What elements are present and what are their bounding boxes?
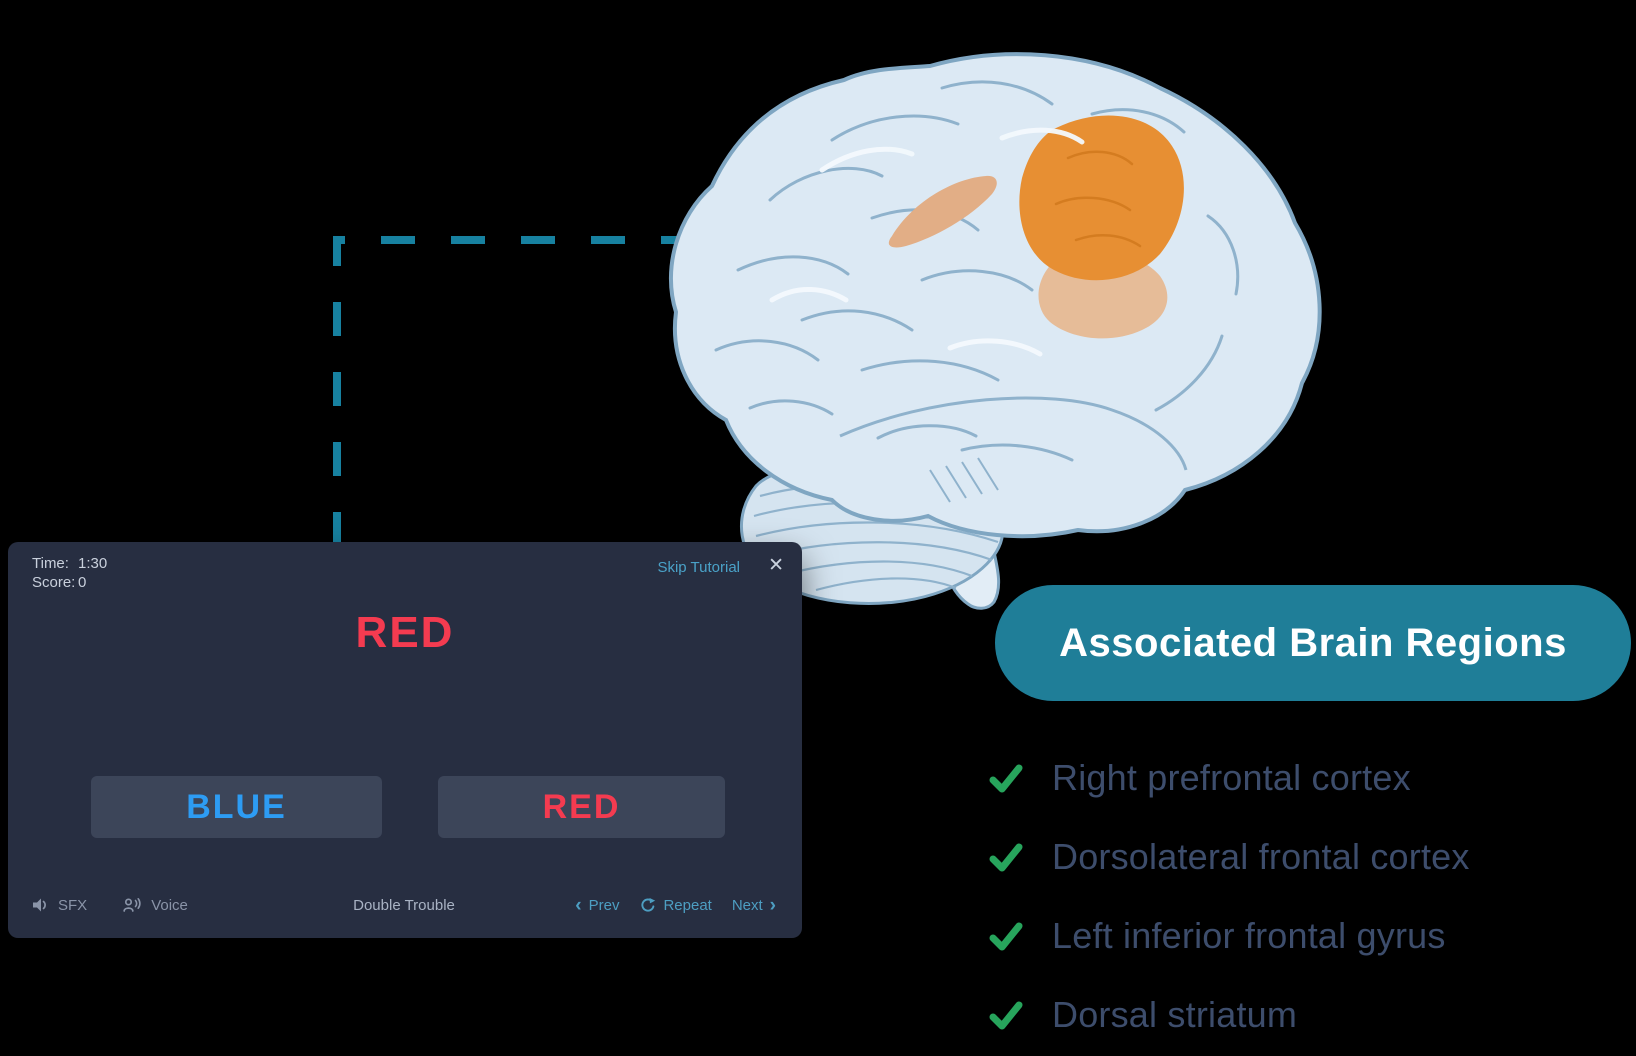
skip-tutorial-link[interactable]: Skip Tutorial (657, 559, 740, 576)
brain-svg (668, 52, 1322, 610)
chevron-left-icon: ‹ (575, 894, 582, 916)
list-item: Right prefrontal cortex (988, 757, 1470, 798)
score-value: 0 (78, 574, 87, 591)
region-label: Dorsal striatum (1052, 994, 1298, 1035)
list-item: Dorsal striatum (988, 994, 1470, 1035)
check-icon (989, 843, 1023, 872)
answer-button-blue[interactable]: BLUE (91, 776, 382, 838)
score-row: Score:0 (32, 573, 107, 592)
next-button[interactable]: Next › (732, 896, 776, 915)
game-stats: Time: 1:30 Score:0 (32, 554, 107, 592)
sfx-toggle[interactable]: SFX (32, 897, 87, 914)
list-item: Dorsolateral frontal cortex (988, 836, 1470, 877)
cerebrum-shape (668, 52, 1322, 539)
brain-highlights (769, 127, 1085, 357)
brain-regions-checklist: Right prefrontal cortex Dorsolateral fro… (988, 757, 1470, 1035)
region-label: Dorsolateral frontal cortex (1052, 836, 1470, 877)
check-icon (989, 764, 1023, 793)
striatum-region (888, 175, 997, 248)
check-icon (989, 922, 1023, 951)
panel-footer: SFX Voice Double Trouble ‹ Prev (32, 892, 776, 918)
audio-controls: SFX Voice (32, 897, 188, 914)
prev-button[interactable]: ‹ Prev (575, 896, 619, 915)
answer-button-red[interactable]: RED (438, 776, 725, 838)
gyri-lines (714, 80, 1240, 462)
brain-illustration (620, 18, 1360, 618)
region-label: Right prefrontal cortex (1052, 757, 1411, 798)
score-label: Score: (32, 574, 76, 591)
time-row: Time: 1:30 (32, 554, 107, 573)
chevron-right-icon: › (769, 894, 776, 916)
close-icon[interactable]: ✕ (768, 555, 784, 576)
highlight-region-lines (1054, 150, 1142, 248)
pill-heading: Associated Brain Regions (1059, 620, 1567, 665)
voice-icon (123, 898, 141, 912)
sfx-label: SFX (58, 896, 88, 914)
speaker-icon (33, 898, 46, 912)
lateral-sulcus-line (839, 396, 1188, 471)
check-icon (989, 1001, 1023, 1030)
region-label: Left inferior frontal gyrus (1052, 915, 1446, 956)
stimulus-word: RED (355, 608, 455, 657)
repeat-button[interactable]: Repeat (639, 896, 712, 914)
voice-toggle[interactable]: Voice (123, 897, 188, 914)
voice-label: Voice (151, 896, 188, 914)
repeat-label: Repeat (663, 896, 712, 914)
game-tutorial-panel: Time: 1:30 Score:0 Skip Tutorial ✕ RED BL… (8, 542, 802, 938)
time-label: Time: (32, 555, 69, 572)
pons-stripes (929, 457, 999, 503)
associated-brain-regions-pill: Associated Brain Regions (995, 585, 1631, 701)
next-label: Next (731, 896, 763, 914)
game-title: Double Trouble (353, 896, 455, 914)
list-item: Left inferior frontal gyrus (988, 915, 1470, 956)
repeat-icon (641, 897, 656, 912)
tutorial-nav: ‹ Prev Repeat Next › (575, 896, 776, 915)
time-value: 1:30 (78, 555, 108, 572)
prev-label: Prev (588, 896, 620, 914)
